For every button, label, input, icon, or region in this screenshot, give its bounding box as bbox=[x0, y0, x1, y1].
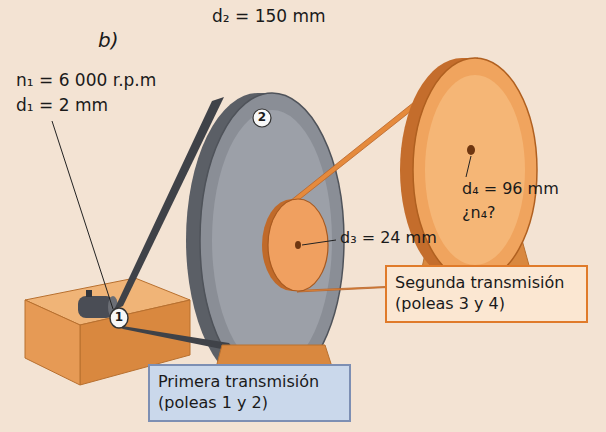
belt-lower bbox=[116, 325, 236, 352]
pulley-hub bbox=[295, 241, 301, 249]
caption-text: Segunda transmisión (poleas 3 y 4) bbox=[395, 273, 578, 315]
leader-line bbox=[466, 156, 471, 177]
pulley-face bbox=[212, 110, 332, 370]
callout-number: 1 bbox=[111, 310, 127, 324]
dimension-label: d₂ = 150 mm bbox=[212, 6, 326, 26]
dimension-label: d₃ = 24 mm bbox=[340, 228, 437, 247]
speed-label: n₁ = 6 000 r.p.m bbox=[16, 70, 156, 90]
motor-terminal bbox=[86, 290, 92, 297]
pulley-face bbox=[425, 75, 525, 265]
pulley-3 bbox=[262, 199, 328, 291]
callout-circle bbox=[253, 109, 271, 127]
dimension-label: d₄ = 96 mm bbox=[462, 179, 559, 198]
caption-box: Segunda transmisión (poleas 3 y 4) bbox=[385, 265, 588, 323]
belt-1-2 bbox=[114, 97, 236, 352]
dimension-label: d₁ = 2 mm bbox=[16, 95, 108, 115]
pulley-1 bbox=[110, 308, 128, 328]
pulley-front bbox=[268, 199, 328, 291]
belt-upper bbox=[114, 97, 224, 310]
base-side bbox=[25, 300, 80, 385]
leader-line bbox=[52, 121, 113, 309]
callout-number: 2 bbox=[254, 110, 270, 124]
pulley-hub bbox=[467, 145, 475, 155]
pulley-front bbox=[413, 58, 537, 282]
unknown-speed-label: ¿n₄? bbox=[462, 203, 496, 222]
caption-text: Primera transmisión (poleas 1 y 2) bbox=[158, 372, 341, 414]
leader-line bbox=[302, 240, 336, 245]
caption-box: Primera transmisión (poleas 1 y 2) bbox=[148, 364, 351, 422]
pulley-4 bbox=[400, 58, 537, 282]
figure-letter: b) bbox=[98, 28, 119, 52]
